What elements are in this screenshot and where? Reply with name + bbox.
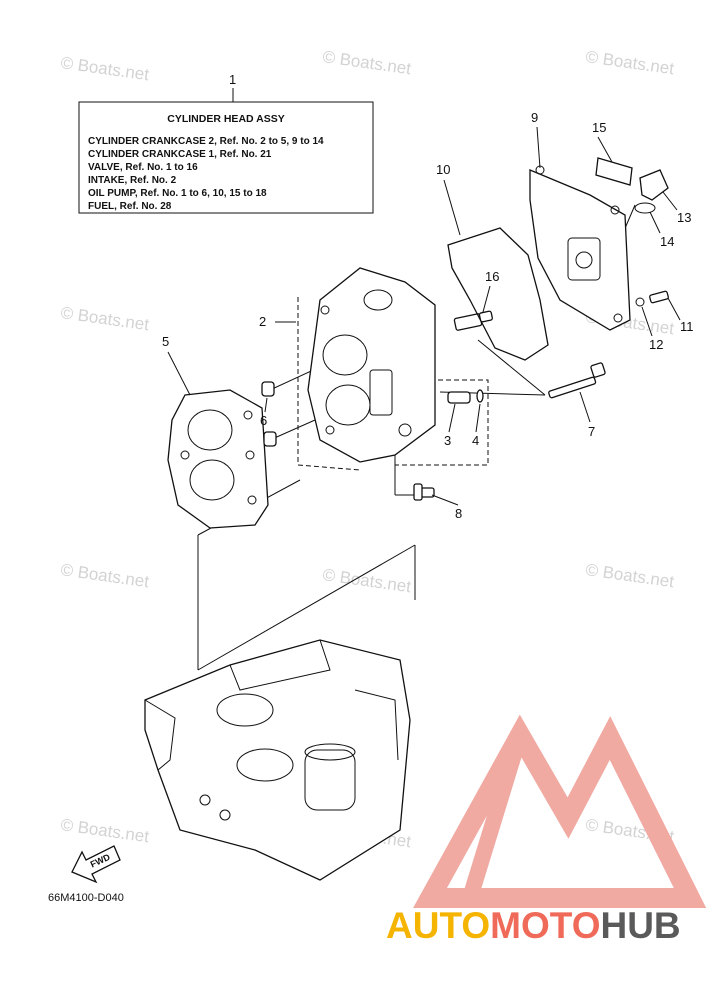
callout-8: 8 bbox=[455, 506, 462, 521]
callout-13: 13 bbox=[677, 210, 691, 225]
spark-plug bbox=[453, 310, 493, 331]
head-bolt-short bbox=[413, 483, 435, 501]
watermark-text: © Boats.net bbox=[321, 47, 412, 78]
head-gasket bbox=[167, 389, 269, 529]
brand-logo-mark bbox=[413, 714, 707, 908]
forward-arrow-icon: FWD bbox=[71, 845, 121, 884]
legend-line: INTAKE, Ref. No. 2 bbox=[88, 175, 177, 186]
callout-14: 14 bbox=[660, 234, 674, 249]
brand-wordmark: AUTOMOTOHUB bbox=[386, 905, 681, 946]
head-bolt-long bbox=[548, 362, 606, 399]
watermark-text: © Boats.net bbox=[59, 53, 150, 84]
callout-9: 9 bbox=[531, 110, 538, 125]
callout-16: 16 bbox=[485, 269, 499, 284]
legend-line: CYLINDER CRANKCASE 1, Ref. No. 21 bbox=[88, 149, 272, 160]
legend-title: CYLINDER HEAD ASSY bbox=[167, 113, 284, 125]
watermark-text: © Boats.net bbox=[59, 303, 150, 334]
legend-line: FUEL, Ref. No. 28 bbox=[88, 201, 172, 212]
legend-line: VALVE, Ref. No. 1 to 16 bbox=[88, 162, 198, 173]
callout-1: 1 bbox=[229, 72, 236, 87]
legend-box: CYLINDER HEAD ASSY CYLINDER CRANKCASE 2,… bbox=[78, 88, 374, 214]
watermark-text: © Boats.net bbox=[321, 565, 412, 596]
callout-3: 3 bbox=[444, 433, 451, 448]
brand-part-moto: MOTO bbox=[490, 905, 600, 946]
callout-2: 2 bbox=[259, 314, 266, 329]
head-cover bbox=[529, 165, 631, 331]
callout-12: 12 bbox=[649, 337, 663, 352]
callout-15: 15 bbox=[592, 120, 606, 135]
watermark-text: © Boats.net bbox=[59, 560, 150, 591]
cover-bolt bbox=[635, 290, 669, 307]
dowel-pins bbox=[261, 381, 277, 447]
callout-11: 11 bbox=[680, 319, 694, 334]
legend-line: CYLINDER CRANKCASE 2, Ref. No. 2 to 5, 9… bbox=[88, 136, 324, 147]
cylinder-block bbox=[144, 639, 411, 881]
brand-part-auto: AUTO bbox=[386, 905, 490, 946]
brand-part-hub: HUB bbox=[600, 905, 680, 946]
legend-line: OIL PUMP, Ref. No. 1 to 6, 10, 15 to 18 bbox=[88, 188, 267, 199]
oil-filler-cap bbox=[634, 169, 669, 214]
watermark-text: © Boats.net bbox=[584, 560, 675, 591]
watermark-text: © Boats.net bbox=[59, 815, 150, 846]
callout-6: 6 bbox=[260, 413, 267, 428]
callout-4: 4 bbox=[472, 433, 479, 448]
brand-text: AUTOMOTOHUB bbox=[386, 905, 681, 946]
callout-10: 10 bbox=[436, 162, 450, 177]
cylinder-head bbox=[307, 267, 436, 463]
callout-leaders bbox=[167, 126, 681, 506]
callout-labels: 1 2 3 4 5 6 7 8 9 10 11 12 13 14 15 16 bbox=[162, 72, 694, 521]
callout-7: 7 bbox=[588, 424, 595, 439]
cover-gasket bbox=[447, 227, 549, 361]
thermostat-parts bbox=[447, 389, 484, 404]
figure-code: 66M4100-D040 bbox=[48, 892, 124, 904]
callout-5: 5 bbox=[162, 334, 169, 349]
watermark-text: © Boats.net bbox=[584, 47, 675, 78]
caution-label bbox=[595, 157, 633, 186]
